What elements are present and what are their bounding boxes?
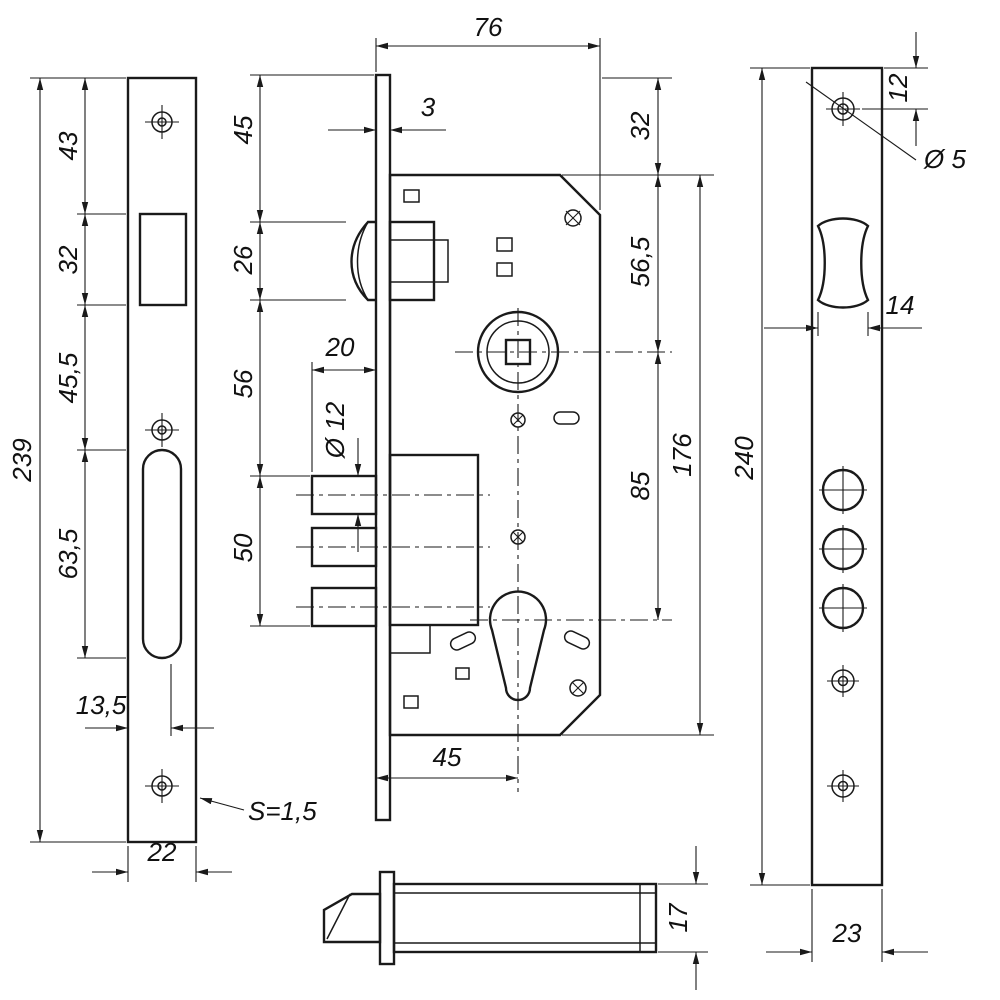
strike-plate-view: 239 43 32 45,5 63,5 13,5 22 S=1,5 [7, 76, 317, 882]
case-screw-bottom-icon [569, 679, 587, 697]
screw-hole-middle-icon [145, 413, 179, 447]
latch-side-dimensions: 17 [658, 846, 708, 990]
latch-body-side [392, 882, 658, 954]
case-screw-center-icon [510, 529, 526, 545]
dim-label-bolt-throw: 20 [325, 332, 355, 362]
screw-hole-bottom-icon [145, 769, 179, 803]
faceplate-screw-bottom-icon [827, 770, 859, 802]
dim-label-plate-width: 22 [147, 837, 177, 867]
deadbolt-assembly [296, 453, 490, 654]
faceplate-strip [374, 73, 392, 822]
dim-label-latch-to-bolt: 56 [228, 369, 258, 398]
dim-label-case-height: 176 [667, 433, 697, 477]
latch-cutout [138, 212, 188, 307]
dim-label-faceplate-width: 23 [832, 918, 862, 948]
dim-label-latch-top-offset: 45 [228, 115, 258, 144]
bolt-cutout-oval [141, 448, 183, 660]
lock-body-dimensions: 76 3 45 26 56 50 20 Ø 12 [228, 12, 714, 782]
slot-right-of-cylinder [563, 630, 591, 650]
dim-label-case-depth: 76 [474, 12, 503, 42]
lock-body-view: 76 3 45 26 56 50 20 Ø 12 [228, 12, 714, 822]
case-screw-mid-icon [510, 412, 526, 428]
dim-label-oval-offset: 13,5 [76, 690, 127, 720]
dim-label-faceplate-thickness: 3 [421, 92, 436, 122]
dim-label-total-height: 239 [7, 438, 37, 482]
dim-label-backset: 45 [433, 742, 462, 772]
latch-bolt-side [322, 892, 382, 944]
latch-bottom-view: 17 [322, 846, 708, 990]
latch-bolt-front [350, 220, 449, 302]
case-screw-top-icon [564, 209, 582, 227]
dim-label-latch-height: 26 [228, 245, 258, 275]
dim-label-bolt-height: 50 [228, 533, 258, 562]
slot-right-of-follower [553, 411, 580, 425]
screw-hole-top-icon [145, 105, 179, 139]
dim-label-follower-to-cylinder: 85 [625, 471, 655, 500]
latch-bevel-line [326, 893, 351, 940]
dim-label-cutout-height: 32 [53, 245, 83, 274]
strike-plate-dimensions: 239 43 32 45,5 63,5 13,5 22 S=1,5 [7, 77, 317, 882]
faceplate-section [378, 870, 396, 966]
dim-label-follower-center: 56,5 [625, 236, 655, 287]
lock-case-outline [388, 173, 602, 737]
dim-label-top-margin: 32 [625, 111, 655, 140]
latch-bolt-face [816, 217, 870, 309]
dim-label-thickness: S=1,5 [248, 796, 317, 826]
dim-label-latch-thickness: 17 [663, 902, 693, 932]
window-below-cylinder [455, 667, 470, 680]
dim-label-screw-diameter: Ø 5 [923, 144, 966, 174]
spring-window-1 [496, 237, 513, 252]
strike-plate-outline [126, 76, 198, 844]
euro-cylinder-hole [488, 590, 548, 702]
dim-label-top-offset: 43 [53, 131, 83, 160]
dim-label-pin-diameter: Ø 12 [320, 401, 350, 459]
faceplate-dimensions: 12 14 240 23 [729, 32, 928, 962]
spring-window-2 [496, 262, 513, 277]
slot-left-of-cylinder [449, 631, 477, 651]
faceplate-outline [810, 66, 884, 887]
dim-label-mid-span: 45,5 [53, 352, 83, 403]
dim-label-oval-height: 63,5 [53, 528, 83, 579]
faceplate-view: Ø 5 [729, 32, 966, 962]
dim-label-latch-width: 14 [886, 290, 915, 320]
dim-label-faceplate-height: 240 [729, 436, 759, 481]
screw-diameter-leader [805, 81, 917, 161]
faceplate-screw-mid-icon [827, 665, 859, 697]
faceplate-screw-top-icon [826, 92, 860, 126]
deadbolt-pin-holes [819, 466, 867, 632]
case-notch-bottom [403, 695, 419, 709]
dim-label-screw-offset: 12 [883, 73, 913, 102]
case-notch-top [403, 189, 420, 203]
